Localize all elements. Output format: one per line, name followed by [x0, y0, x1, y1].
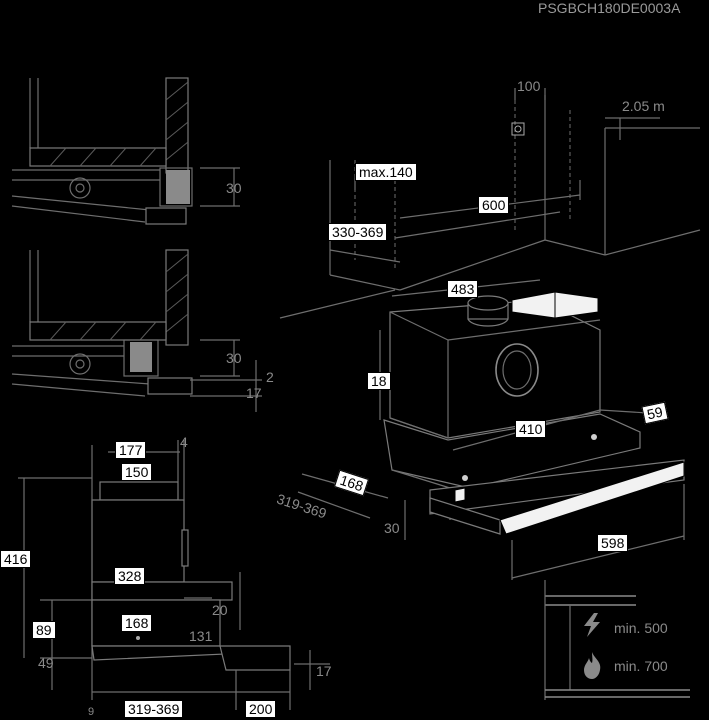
dim-9: 9 — [88, 706, 95, 718]
dim-131: 131 — [189, 628, 213, 644]
electric-hob-icon — [584, 613, 600, 637]
dim-30-iso: 30 — [384, 520, 400, 536]
min-700-label: min. 700 — [614, 658, 668, 674]
dim-600: 600 — [478, 196, 510, 214]
dim-328: 328 — [114, 567, 146, 585]
dim-319-369-front: 319-369 — [124, 700, 184, 718]
dim-100: 100 — [517, 78, 541, 94]
dim-30-lower: 30 — [226, 350, 242, 366]
isometric-hood-view — [279, 88, 701, 700]
dim-330-369: 330-369 — [328, 223, 388, 241]
dim-4: 4 — [180, 434, 188, 450]
dim-200: 200 — [245, 700, 277, 718]
dim-17-bottom: 17 — [316, 663, 332, 679]
front-view — [18, 440, 330, 710]
dim-20: 20 — [212, 602, 228, 618]
dim-89: 89 — [32, 621, 56, 639]
dim-410: 410 — [515, 420, 547, 438]
min-500-label: min. 500 — [614, 620, 668, 636]
dim-2-05m: 2.05 m — [622, 98, 665, 114]
dim-483: 483 — [447, 280, 479, 298]
dim-416: 416 — [0, 550, 32, 568]
dim-2: 2 — [266, 369, 274, 385]
dim-30-upper: 30 — [226, 180, 242, 196]
dim-168-front: 168 — [121, 614, 153, 632]
gas-hob-flame-icon — [584, 652, 601, 679]
cabinet-detail-upper — [11, 77, 240, 225]
dim-max140: max.140 — [355, 163, 417, 181]
dim-17-mid: 17 — [246, 385, 262, 401]
dim-177: 177 — [115, 441, 147, 459]
dim-598: 598 — [597, 534, 629, 552]
dim-150: 150 — [121, 463, 153, 481]
dim-49: 49 — [38, 655, 54, 671]
dim-18: 18 — [367, 372, 391, 390]
cabinet-detail-lower — [11, 249, 262, 412]
fan-icon — [511, 122, 525, 136]
drawing-code: PSGBCH180DE0003A — [538, 0, 681, 16]
